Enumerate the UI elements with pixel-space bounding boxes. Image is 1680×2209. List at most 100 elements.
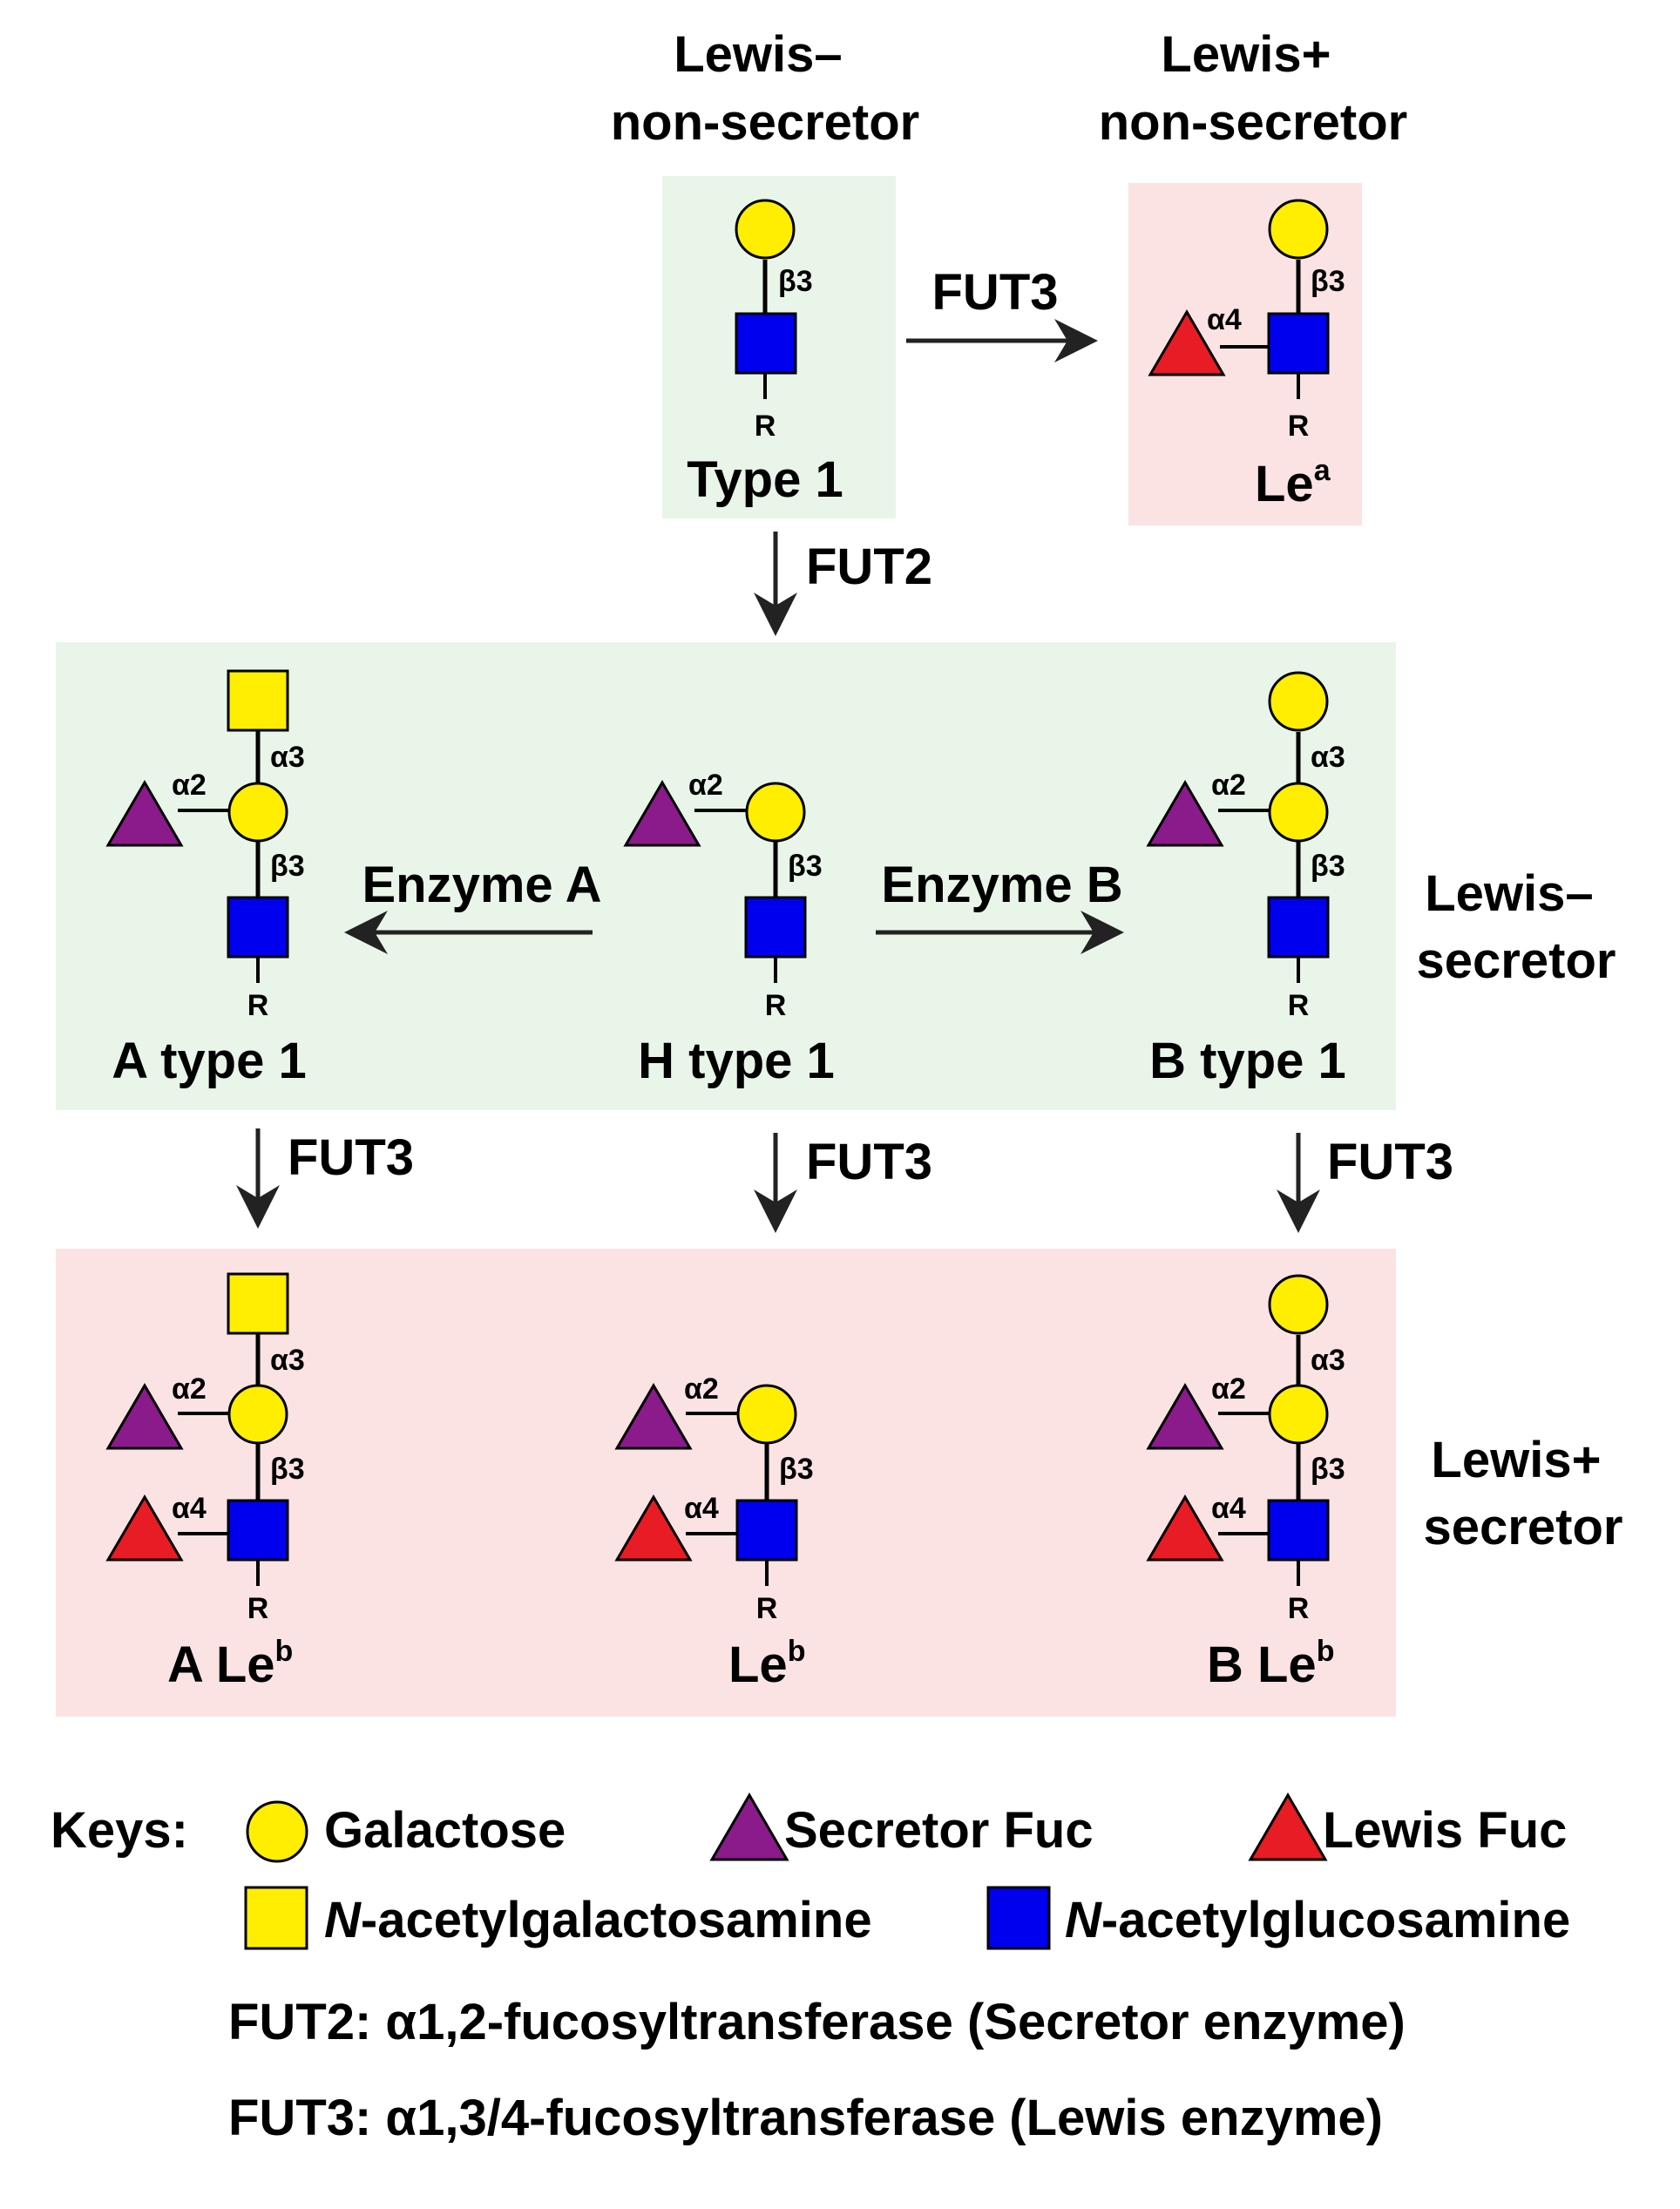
glcnac-icon (744, 896, 807, 959)
svg-text:R: R (1288, 989, 1310, 1022)
svg-text:α4: α4 (1211, 1492, 1246, 1525)
svg-text:α2: α2 (172, 1372, 207, 1406)
header-lewis-pos-secretor: Lewis+ secretor (1424, 1432, 1623, 1555)
svg-text:R: R (765, 989, 787, 1022)
glcnac-icon (1267, 312, 1330, 375)
header-lewis-pos-nonsecretor: Lewis+ non-secretor (1099, 26, 1408, 151)
lewis-fuc-icon (1148, 309, 1226, 376)
svg-text:β3: β3 (788, 850, 823, 883)
galactose-icon (1268, 199, 1329, 260)
legend-galnac: N-acetylgalactosamine (324, 1892, 872, 1948)
svg-text:α2: α2 (1211, 1372, 1246, 1406)
glcnac-icon (227, 896, 289, 959)
legend: Keys: Galactose Secretor Fuc Lewis Fuc N… (51, 1792, 1570, 2146)
galactose-icon (227, 1384, 288, 1445)
svg-text:α3: α3 (270, 741, 305, 774)
svg-text:β3: β3 (1311, 1453, 1345, 1486)
header-lewis-neg-secretor: Lewis– secretor (1417, 865, 1616, 989)
svg-text:α2: α2 (684, 1372, 719, 1406)
label-type1: Type 1 (687, 451, 843, 508)
label-b-leb: B Leb (1207, 1635, 1334, 1693)
svg-text:β3: β3 (270, 1453, 305, 1486)
svg-text:α4: α4 (172, 1492, 207, 1525)
label-a-leb: A Leb (167, 1635, 293, 1693)
enzyme-fut3-left: FUT3 (288, 1129, 414, 1186)
glycan-type1: β3 R Type 1 (687, 199, 843, 508)
secretor-fuc-icon (623, 780, 701, 847)
enzyme-b: Enzyme B (881, 857, 1122, 913)
label-lea: Lea (1255, 454, 1331, 512)
svg-text:R: R (1288, 1592, 1310, 1625)
galactose-icon (227, 782, 288, 843)
glcnac-icon (735, 312, 797, 375)
legend-fut3-definition: FUT3: α1,3/4-fucosyltransferase (Lewis e… (228, 2090, 1383, 2146)
label-h-type1: H type 1 (638, 1033, 835, 1089)
legend-glcnac: N-acetylglucosamine (1065, 1892, 1570, 1948)
galactose-icon (246, 1800, 308, 1863)
galactose-icon (736, 1384, 797, 1445)
label-leb: Leb (728, 1635, 805, 1693)
legend-title: Keys: (51, 1802, 188, 1859)
glycan-a-leb: α3 α2 β3 α4 R A Leb (105, 1272, 305, 1693)
glcnac-icon (1267, 896, 1330, 959)
svg-text:α2: α2 (172, 769, 207, 802)
svg-text:β3: β3 (1311, 265, 1345, 298)
glycan-b-type1: α3 α2 β3 R B type 1 (1146, 671, 1346, 1089)
enzyme-a: Enzyme A (362, 857, 601, 913)
svg-text:R: R (247, 1592, 269, 1625)
svg-text:β3: β3 (1311, 850, 1345, 883)
svg-text:α2: α2 (1211, 769, 1246, 802)
legend-secretor-fuc: Secretor Fuc (784, 1802, 1094, 1859)
enzyme-fut3-mid: FUT3 (806, 1134, 932, 1190)
label-a-type1: A type 1 (112, 1033, 306, 1089)
glycan-leb: α2 β3 α4 R Leb (614, 1372, 814, 1693)
svg-text:R: R (1288, 410, 1310, 443)
secretor-fuc-icon (105, 1383, 184, 1450)
lewis-fuc-icon (1248, 1792, 1328, 1861)
galactose-icon (1268, 1384, 1329, 1445)
glcnac-icon (735, 1499, 798, 1562)
galactose-icon (1268, 671, 1329, 732)
svg-text:β3: β3 (778, 265, 813, 298)
glycan-a-type1: α3 α2 β3 R A type 1 (105, 669, 307, 1089)
svg-text:α4: α4 (684, 1492, 719, 1525)
glcnac-icon (227, 1499, 289, 1562)
legend-fut2-definition: FUT2: α1,2-fucosyltransferase (Secretor … (228, 1994, 1406, 2050)
galactose-icon (1268, 1274, 1329, 1335)
glycan-b-leb: α3 α2 β3 α4 R B Leb (1146, 1274, 1345, 1693)
galactose-icon (745, 782, 806, 843)
lewis-fuc-icon (614, 1494, 693, 1562)
enzyme-fut3-top: FUT3 (932, 264, 1059, 321)
svg-text:α3: α3 (1311, 741, 1345, 774)
svg-text:α3: α3 (270, 1344, 305, 1377)
svg-text:α4: α4 (1207, 303, 1242, 336)
lewis-fuc-icon (1146, 1494, 1224, 1562)
header-lewis-neg-nonsecretor: Lewis– non-secretor (611, 26, 920, 151)
glcnac-icon (986, 1886, 1051, 1950)
label-b-type1: B type 1 (1149, 1033, 1346, 1089)
secretor-fuc-icon (709, 1792, 789, 1861)
secretor-fuc-icon (614, 1383, 693, 1450)
legend-galactose: Galactose (324, 1802, 566, 1859)
glycan-lea: β3 α4 R Lea (1148, 199, 1345, 512)
lewis-fuc-icon (105, 1494, 184, 1562)
secretor-fuc-icon (1146, 1383, 1224, 1450)
galnac-icon (227, 1272, 289, 1335)
glycan-h-type1: α2 β3 R H type 1 (623, 769, 835, 1089)
galnac-icon (227, 669, 289, 732)
glcnac-icon (1267, 1499, 1330, 1562)
svg-text:β3: β3 (779, 1453, 814, 1486)
galactose-icon (735, 199, 796, 260)
galnac-icon (244, 1886, 308, 1950)
svg-text:α2: α2 (688, 769, 723, 802)
secretor-fuc-icon (1146, 780, 1224, 847)
galactose-icon (1268, 782, 1329, 843)
legend-lewis-fuc: Lewis Fuc (1323, 1802, 1567, 1859)
svg-text:R: R (755, 410, 776, 443)
enzyme-fut3-right: FUT3 (1327, 1134, 1453, 1190)
svg-text:α3: α3 (1311, 1344, 1345, 1377)
svg-text:β3: β3 (270, 850, 305, 883)
svg-text:R: R (247, 989, 269, 1022)
enzyme-fut2: FUT2 (806, 539, 932, 595)
